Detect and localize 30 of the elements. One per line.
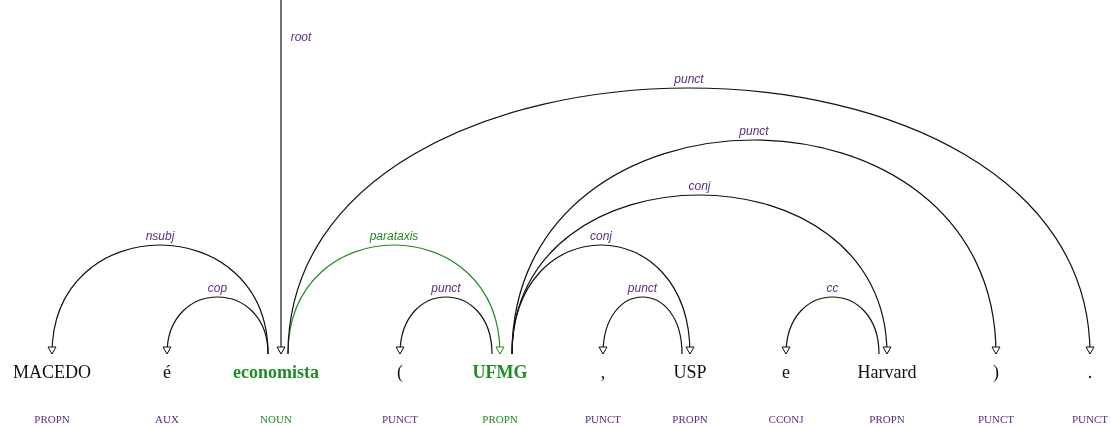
- edge-label: punct: [737, 124, 771, 138]
- word-label: e: [781, 361, 791, 383]
- word-label: é: [162, 361, 172, 383]
- dependency-arc: [511, 194, 891, 355]
- dependency-arc: [511, 244, 694, 355]
- dependency-arc: [599, 296, 683, 355]
- edge-label: punct: [625, 281, 660, 295]
- edge-label: root: [288, 30, 314, 44]
- dependency-arc: [782, 296, 880, 355]
- edge-label: punct: [672, 72, 706, 86]
- word-label: USP: [672, 361, 708, 383]
- dependency-arc: [396, 296, 493, 355]
- dependency-arc: [163, 296, 269, 355]
- dependency-arc: [287, 244, 504, 355]
- word-label: MACEDO: [12, 361, 92, 383]
- edge-label: punct: [429, 281, 463, 295]
- dependency-arc: [276, 0, 286, 355]
- edge-label: nsubj: [143, 229, 177, 243]
- word-label: economista: [232, 361, 320, 383]
- word-label: Harvard: [856, 361, 918, 383]
- dependency-arc: [511, 139, 1000, 355]
- edge-label: conj: [588, 229, 614, 243]
- edge-label: parataxis: [367, 229, 421, 243]
- word-label: ,: [599, 361, 607, 383]
- edge-label: conj: [686, 179, 713, 193]
- word-label: ): [992, 361, 1000, 383]
- word-label: (: [396, 361, 404, 383]
- word-label: UFMG: [471, 361, 529, 383]
- dependency-arc: [48, 244, 269, 355]
- word-label: .: [1086, 361, 1094, 383]
